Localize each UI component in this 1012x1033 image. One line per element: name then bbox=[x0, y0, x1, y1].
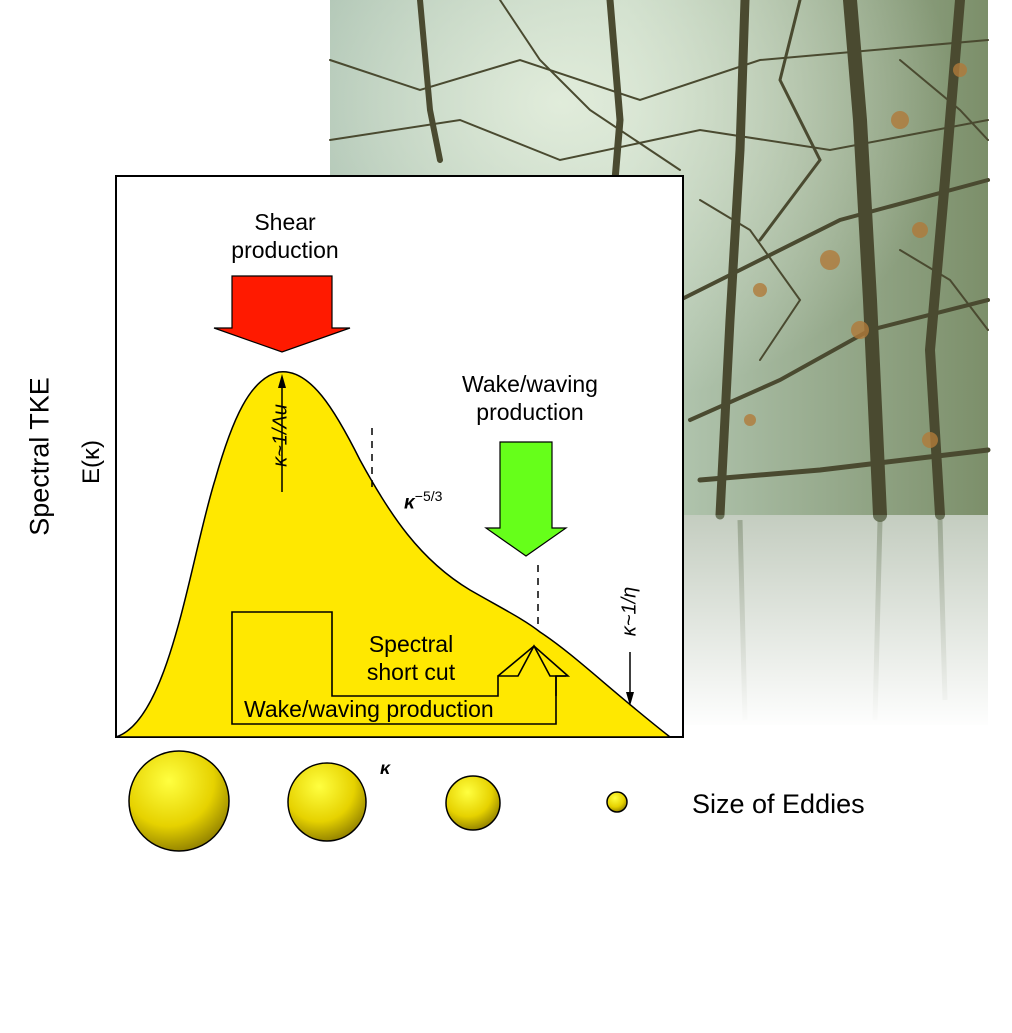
peak-wavenumber-label: κ~1/Λu bbox=[269, 404, 292, 467]
wake-arrow-icon bbox=[484, 441, 568, 557]
eddy-small bbox=[445, 775, 501, 831]
x-axis-symbol: κ bbox=[380, 758, 391, 778]
dissipation-wavenumber-label: κ~1/η bbox=[618, 586, 641, 637]
slope-label: κ−5/3 bbox=[404, 488, 443, 514]
shear-arrow-icon bbox=[213, 275, 351, 353]
eddy-tiny bbox=[606, 791, 628, 813]
energy-spectrum-curve bbox=[115, 371, 673, 738]
eddy-large bbox=[128, 750, 230, 852]
eddy-size-label: Size of Eddies bbox=[692, 789, 865, 819]
shortcut-bottom-label: Wake/waving production bbox=[244, 696, 494, 722]
y-axis-symbol: E(κ) bbox=[78, 440, 105, 484]
eddy-medium bbox=[287, 762, 367, 842]
y-axis-title: Spectral TKE bbox=[24, 377, 55, 536]
shortcut-label: Spectral short cut bbox=[366, 631, 456, 685]
wake-label: Wake/waving production bbox=[462, 371, 598, 425]
shear-label: Shear production bbox=[231, 209, 339, 263]
